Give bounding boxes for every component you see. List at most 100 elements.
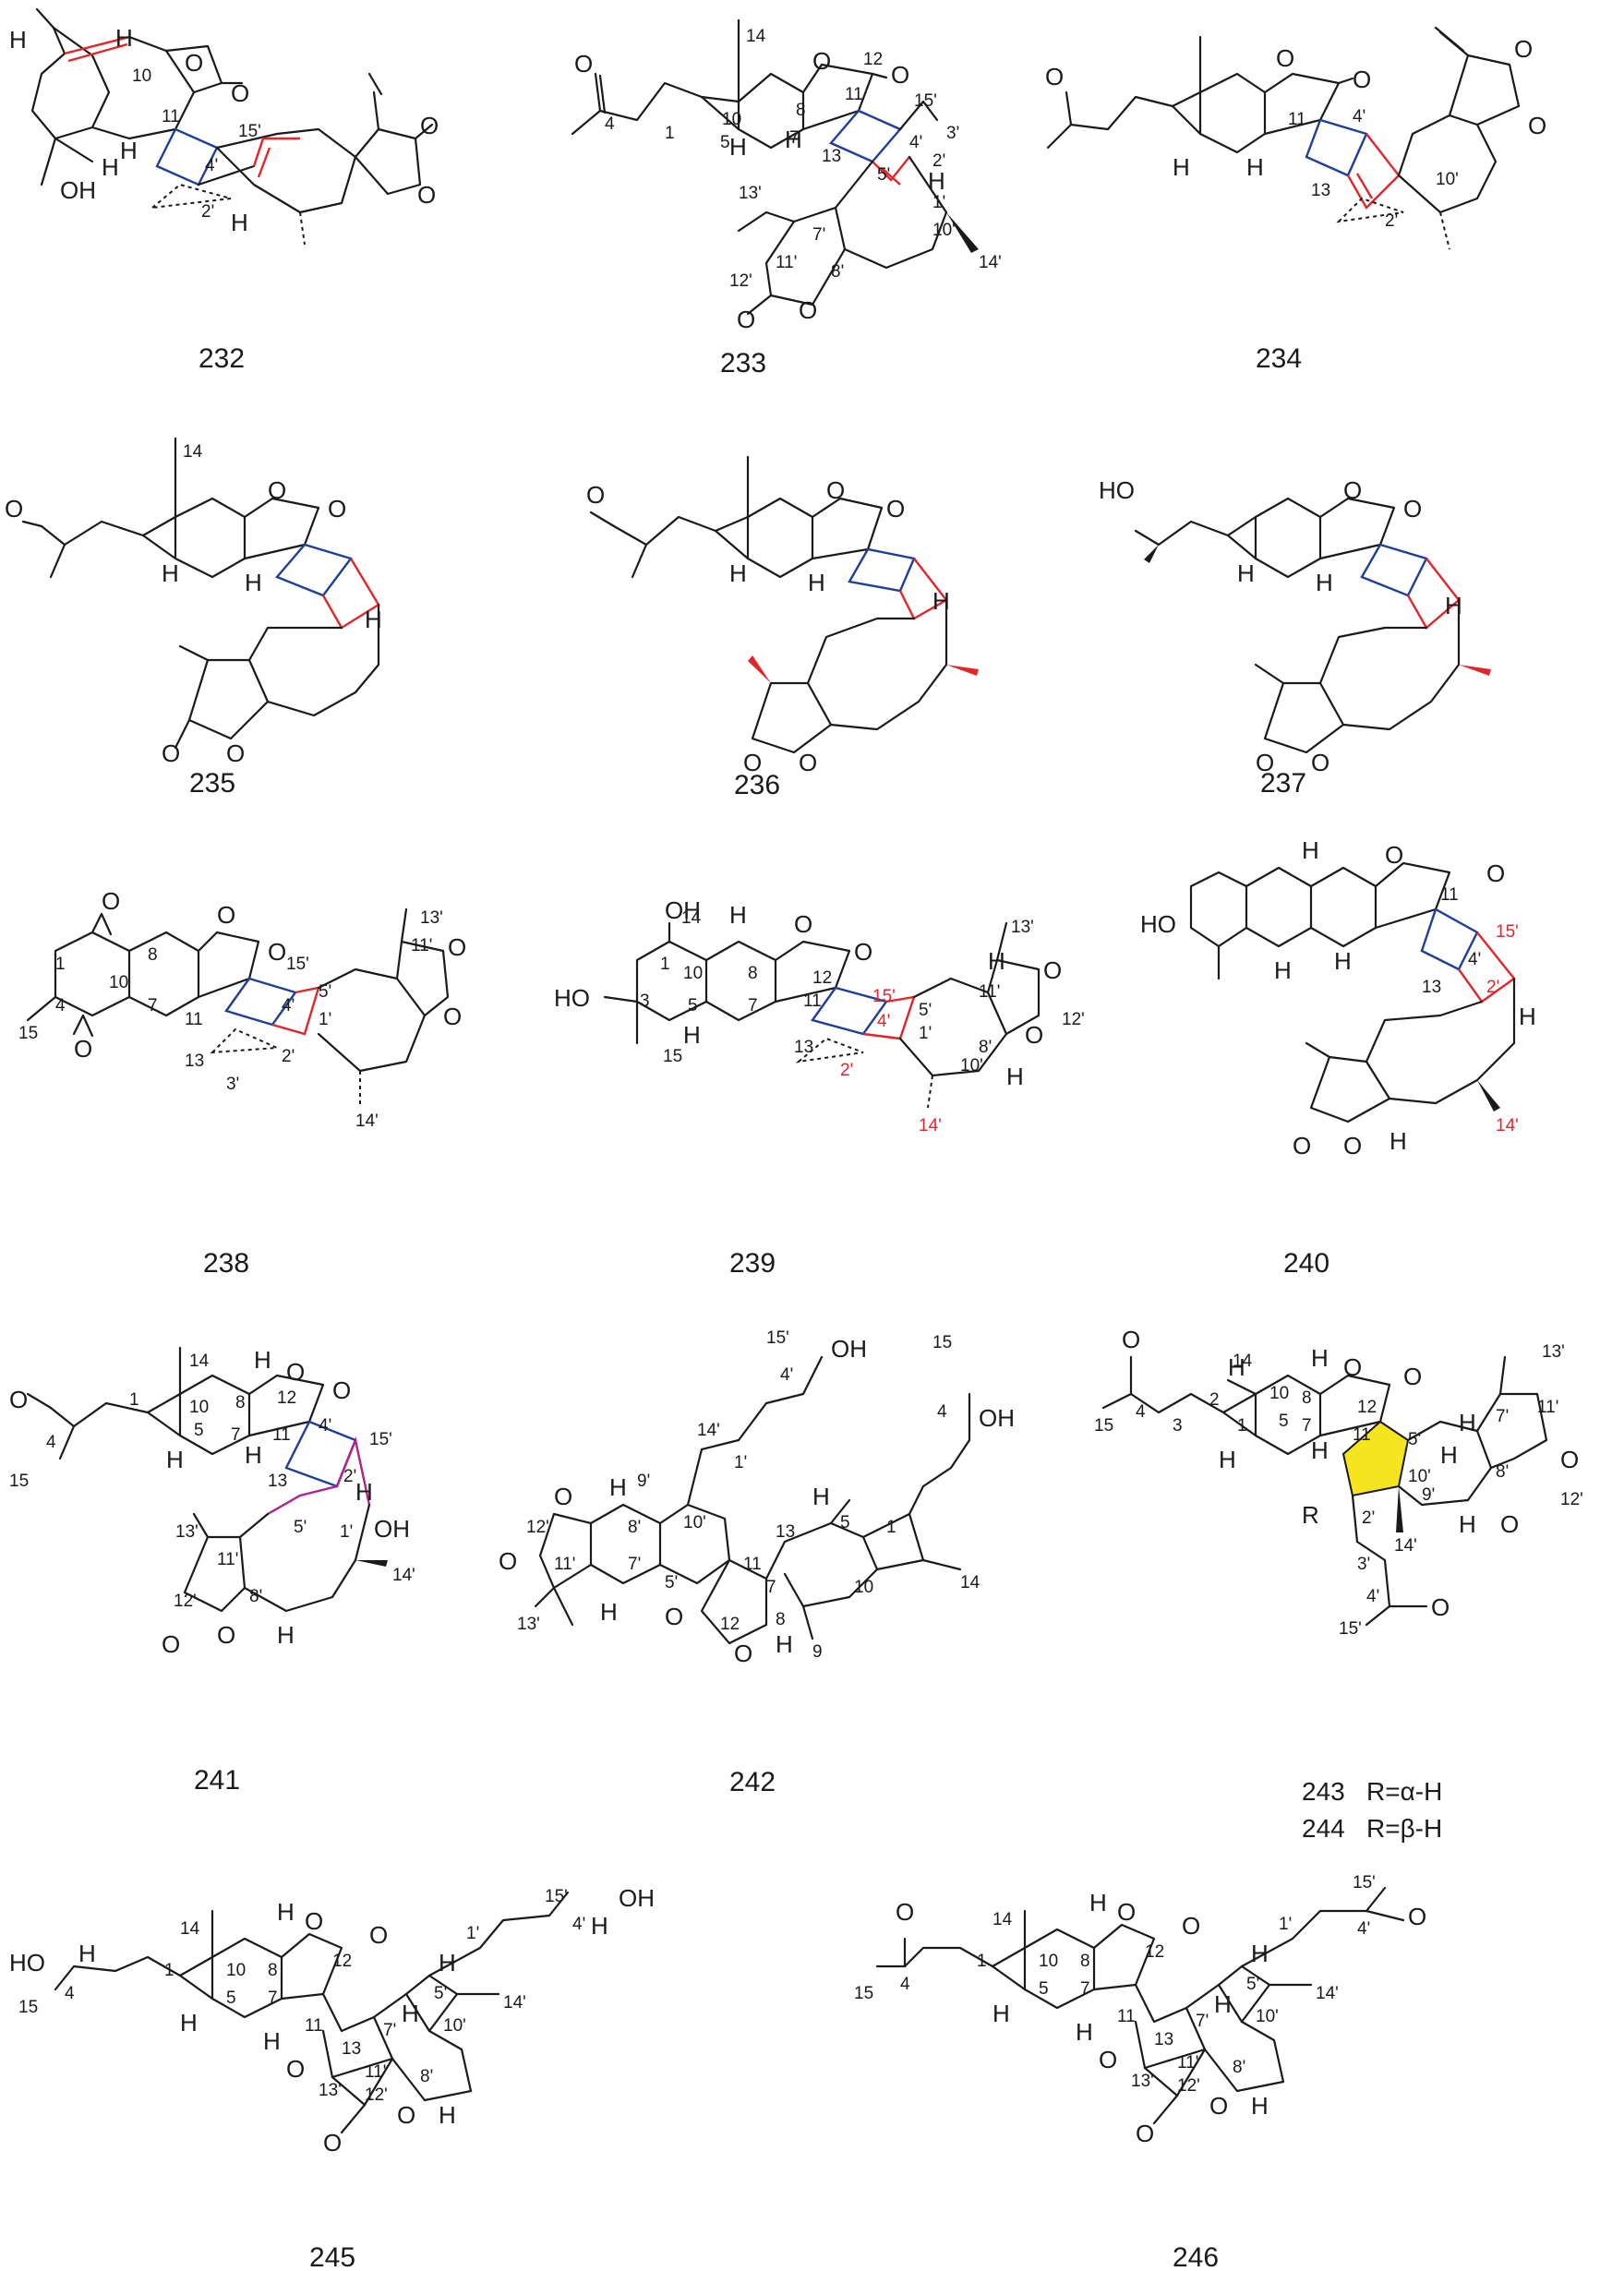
atom-number: 5' (294, 1518, 307, 1537)
atom-h: H (992, 2000, 1010, 2027)
atom-number: 1 (660, 955, 670, 974)
atom-number: 5 (840, 1513, 850, 1532)
atom-h: H (1316, 569, 1333, 596)
atom-o: O (1043, 956, 1062, 984)
atom-h: H (776, 1630, 793, 1658)
atom-o: O (1311, 749, 1329, 776)
atom-h: H (166, 1446, 184, 1473)
atom-number: 12' (1560, 1490, 1583, 1509)
atom-h: H (1173, 153, 1190, 181)
atom-h: H (785, 126, 802, 153)
atom-h: H (439, 1949, 456, 1977)
atom-number: 10' (960, 1056, 983, 1075)
atom-o: O (799, 749, 817, 776)
atom-number: 8' (979, 1038, 992, 1057)
atom-o: O (886, 495, 905, 523)
atom-number: 4 (65, 1984, 75, 2003)
atom-number: 11 (305, 2016, 323, 2036)
compound-label: 236 (734, 770, 780, 800)
atom-number: 1 (164, 1961, 174, 1980)
atom-h: H (808, 569, 825, 596)
atom-number: 11' (554, 1555, 575, 1574)
atom-number: 14 (960, 1573, 980, 1592)
atom-h: H (591, 1912, 608, 1940)
atom-number: 4' (1353, 107, 1365, 126)
atom-number: 2' (1362, 1508, 1375, 1528)
atom-number: 2 (1209, 1390, 1220, 1410)
atom-number: 10 (722, 110, 741, 129)
atom-h: H (1006, 1063, 1024, 1090)
atom-o: O (185, 49, 203, 77)
atom-o: O (1136, 2120, 1154, 2147)
atom-o: O (1117, 1898, 1136, 1926)
atom-number: 3 (1173, 1416, 1183, 1436)
atom-number: 5' (1408, 1430, 1421, 1449)
compound-label: 245 (309, 2242, 355, 2271)
atom-number: 2' (1385, 211, 1398, 231)
atom-number: 8 (748, 964, 758, 983)
atom-o: O (448, 933, 466, 961)
atom-number: 15 (932, 1333, 952, 1352)
atom-number: 3' (1357, 1555, 1370, 1574)
atom-number: 10 (226, 1961, 246, 1980)
atom-h: H (120, 137, 138, 164)
atom-number: 12 (863, 50, 883, 69)
atom-number: 11 (1117, 2007, 1136, 2026)
atom-h: H (277, 1898, 295, 1926)
atom-number: 5' (877, 165, 890, 185)
atom-number: 12 (1145, 1942, 1164, 1962)
atom-h: H (1459, 1510, 1476, 1538)
atom-o: O (1182, 1912, 1200, 1940)
compound-label: 239 (729, 1248, 776, 1279)
atom-h: H (1076, 2018, 1093, 2046)
atom-o: O (1408, 1903, 1426, 1930)
atom-number: 11 (845, 85, 863, 104)
atom-number: 11' (365, 2062, 386, 2082)
atom-number: 11' (217, 1550, 238, 1569)
atom-number: 15 (18, 1998, 38, 2017)
atom-number: 15' (766, 1328, 789, 1348)
stereo-note: R=α-H (1366, 1777, 1442, 1806)
atom-number: 15 (854, 1984, 873, 2003)
atom-number: 12' (174, 1592, 197, 1611)
atom-o: O (443, 1003, 462, 1030)
atom-number: 13 (1311, 181, 1330, 200)
atom-o: O (1025, 1021, 1043, 1049)
atom-number: 1' (340, 1522, 353, 1542)
atom-o: O (1514, 35, 1533, 63)
atom-number: 5 (688, 996, 698, 1015)
atom-number: 11 (162, 107, 180, 126)
atom-h: H (355, 1478, 373, 1506)
atom-o: O (854, 938, 872, 966)
atom-o: O (574, 50, 593, 78)
atom-o: O (1045, 63, 1064, 90)
atom-h: H (600, 1598, 618, 1626)
atom-h: H (9, 26, 27, 54)
atom-o: O (1560, 1446, 1579, 1473)
atom-number: 5' (919, 1001, 932, 1020)
atom-h: H (812, 1483, 830, 1510)
atom-number: 1' (319, 1010, 331, 1029)
atom-number: 14 (180, 1919, 200, 1939)
atom-number: 12' (729, 271, 752, 291)
compound-label: 237 (1260, 768, 1306, 799)
atom-o: O (323, 2129, 342, 2157)
atom-o: O (665, 1603, 683, 1630)
atom-number: 1' (466, 1924, 479, 1943)
atom-number: 15' (872, 987, 896, 1006)
atom-number: 8' (628, 1518, 641, 1537)
atom-number: 7 (1080, 1979, 1090, 1999)
compound-241-structure: O H O O H H H OH O O H 14 1 10 5 4 15 8 … (9, 1346, 415, 1796)
atom-number: 11 (803, 991, 822, 1011)
atom-o: O (1431, 1593, 1450, 1621)
atom-h: H (928, 167, 945, 195)
atom-number: 4' (909, 133, 922, 152)
atom-number: 14' (355, 1111, 379, 1131)
atom-h: H (254, 1346, 271, 1374)
atom-h: H (1274, 956, 1292, 984)
atom-number: 15 (9, 1472, 29, 1491)
atom-h: H (102, 153, 119, 181)
atom-o: O (734, 1640, 752, 1667)
atom-number: 13 (185, 1051, 204, 1071)
atom-o: O (420, 112, 439, 139)
